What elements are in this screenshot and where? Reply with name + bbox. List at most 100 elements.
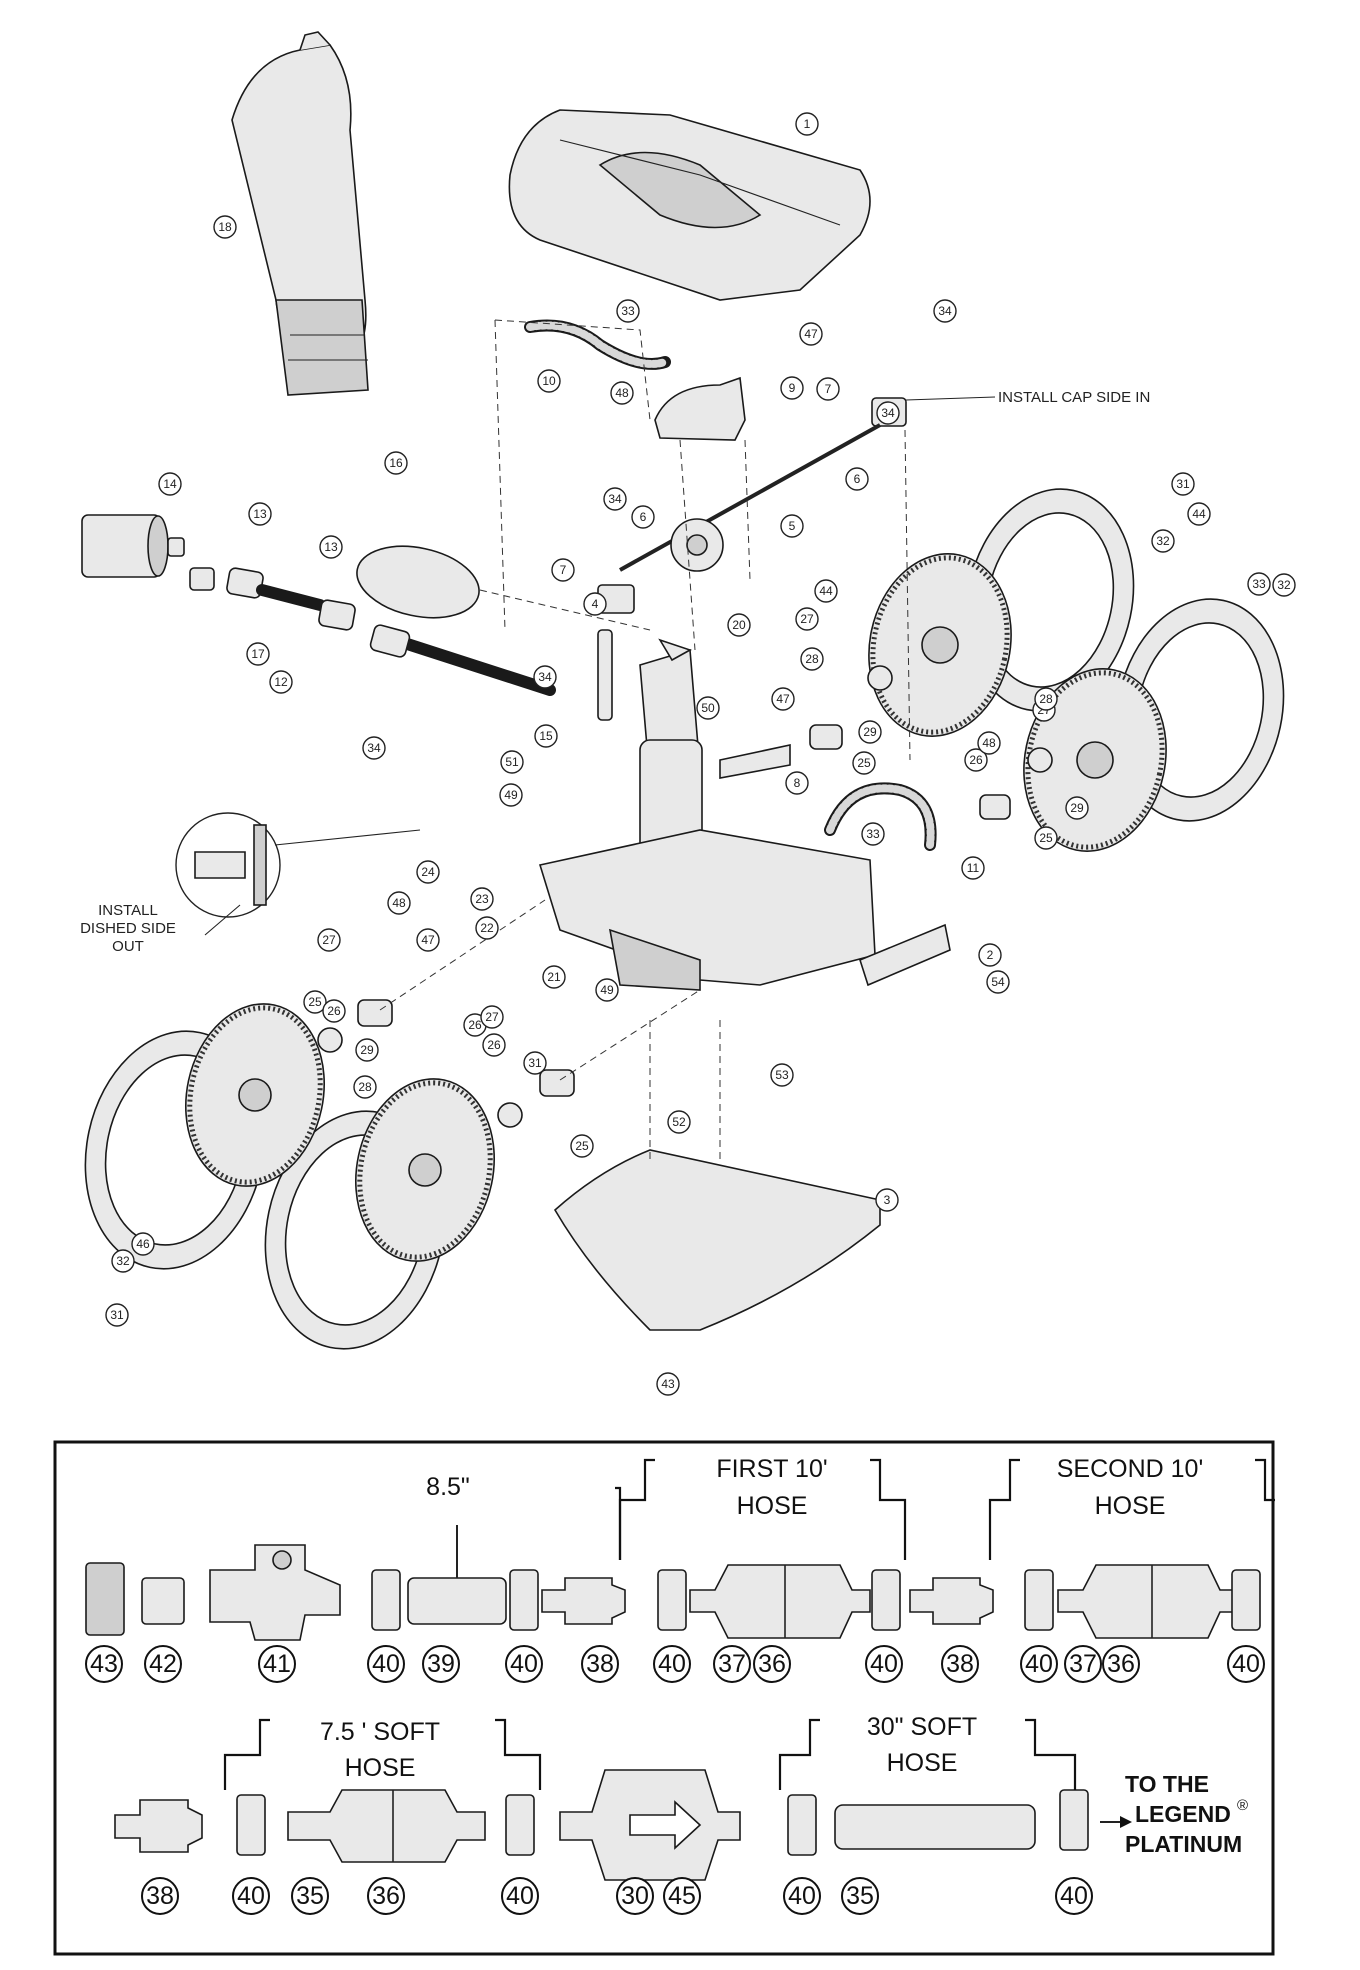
svg-text:20: 20 xyxy=(732,618,746,632)
svg-text:31: 31 xyxy=(528,1056,542,1070)
svg-text:25: 25 xyxy=(1039,831,1053,845)
svg-text:13: 13 xyxy=(253,507,267,521)
callout-layer: 1234566778910111213131415161718202122232… xyxy=(105,112,1296,1396)
callout-14: 14 xyxy=(158,472,182,496)
svg-text:28: 28 xyxy=(805,652,819,666)
sequence-callout-40: 40 xyxy=(367,1645,405,1683)
svg-text:23: 23 xyxy=(475,892,489,906)
sequence-callout-36: 36 xyxy=(367,1877,405,1915)
svg-text:21: 21 xyxy=(547,970,561,984)
sequence-callout-41: 41 xyxy=(258,1645,296,1683)
callout-6: 6 xyxy=(845,467,869,491)
install-dished-note-line3: OUT xyxy=(112,938,144,955)
svg-text:10: 10 xyxy=(542,374,556,388)
svg-text:26: 26 xyxy=(468,1018,482,1032)
callout-24: 24 xyxy=(416,860,440,884)
svg-text:3: 3 xyxy=(884,1193,891,1207)
swivel-hose-assembly xyxy=(226,567,556,696)
sequence-callout-40: 40 xyxy=(1020,1645,1058,1683)
hose-row-1-parts xyxy=(85,1525,1261,1641)
svg-text:13: 13 xyxy=(324,540,338,554)
sequence-callout-40: 40 xyxy=(501,1877,539,1915)
drive-gear xyxy=(670,518,724,572)
callout-28: 28 xyxy=(353,1075,377,1099)
svg-text:34: 34 xyxy=(938,304,952,318)
svg-text:45: 45 xyxy=(668,1882,696,1910)
svg-text:6: 6 xyxy=(854,472,861,486)
svg-text:47: 47 xyxy=(804,327,818,341)
callout-51: 51 xyxy=(500,750,524,774)
svg-text:29: 29 xyxy=(360,1043,374,1057)
svg-text:38: 38 xyxy=(146,1882,174,1910)
callout-48: 48 xyxy=(387,891,411,915)
callout-25: 25 xyxy=(852,751,876,775)
callout-48: 48 xyxy=(977,731,1001,755)
svg-text:26: 26 xyxy=(487,1038,501,1052)
svg-text:30: 30 xyxy=(621,1882,649,1910)
svg-text:52: 52 xyxy=(672,1115,686,1129)
svg-text:28: 28 xyxy=(1039,692,1053,706)
svg-text:44: 44 xyxy=(819,584,833,598)
sequence-callout-40: 40 xyxy=(865,1645,903,1683)
label-8-5: 8.5" xyxy=(426,1473,470,1501)
callout-33: 33 xyxy=(616,299,640,323)
callout-20: 20 xyxy=(727,613,751,637)
sequence-callout-35: 35 xyxy=(841,1877,879,1915)
callout-4: 4 xyxy=(583,592,607,616)
svg-text:34: 34 xyxy=(538,670,552,684)
sequence-callout-36: 36 xyxy=(1102,1645,1140,1683)
fitting-14b xyxy=(189,567,215,591)
callout-27: 27 xyxy=(795,607,819,631)
sequence-callout-37: 37 xyxy=(1064,1645,1102,1683)
callout-22: 22 xyxy=(475,916,499,940)
callout-25: 25 xyxy=(303,990,327,1014)
svg-text:29: 29 xyxy=(863,725,877,739)
callout-33: 33 xyxy=(1247,572,1271,596)
label-soft-30-line1: 30" SOFT xyxy=(867,1713,977,1741)
cap-part xyxy=(654,376,746,441)
svg-text:51: 51 xyxy=(505,755,519,769)
sequence-callout-36: 36 xyxy=(753,1645,791,1683)
sequence-callout-38: 38 xyxy=(581,1645,619,1683)
svg-text:1: 1 xyxy=(804,117,811,131)
callout-26: 26 xyxy=(964,748,988,772)
callout-13: 13 xyxy=(319,535,343,559)
sequence-callout-40: 40 xyxy=(232,1877,270,1915)
sequence-callout-38: 38 xyxy=(141,1877,179,1915)
svg-text:33: 33 xyxy=(866,827,880,841)
sequence-callout-37: 37 xyxy=(713,1645,751,1683)
svg-text:48: 48 xyxy=(982,736,996,750)
sequence-callout-42: 42 xyxy=(144,1645,182,1683)
sequence-callout-30: 30 xyxy=(616,1877,654,1915)
svg-text:38: 38 xyxy=(946,1650,974,1678)
install-dished-note-line1: INSTALL xyxy=(98,902,158,919)
svg-text:26: 26 xyxy=(327,1004,341,1018)
callout-28: 28 xyxy=(1034,687,1058,711)
svg-text:40: 40 xyxy=(510,1650,538,1678)
callout-50: 50 xyxy=(696,696,720,720)
svg-text:46: 46 xyxy=(136,1237,150,1251)
callout-47: 47 xyxy=(771,687,795,711)
callout-34: 34 xyxy=(933,299,957,323)
hose-sequence-panel: 8.5" FIRST 10' HOSE SECOND 10' HOSE xyxy=(53,1440,1275,1956)
sequence-callout-40: 40 xyxy=(1055,1877,1093,1915)
svg-text:54: 54 xyxy=(991,975,1005,989)
registered-mark: ® xyxy=(1237,1797,1248,1814)
svg-text:40: 40 xyxy=(1232,1650,1260,1678)
bottom-skirt xyxy=(553,1149,881,1331)
callout-12: 12 xyxy=(269,670,293,694)
callout-49: 49 xyxy=(595,978,619,1002)
callout-16: 16 xyxy=(384,451,408,475)
top-cover xyxy=(508,109,871,301)
callout-11: 11 xyxy=(961,856,985,880)
float-part xyxy=(356,545,480,619)
assembly-guides xyxy=(379,319,911,1160)
callout-27: 27 xyxy=(317,928,341,952)
svg-text:27: 27 xyxy=(485,1010,499,1024)
callout-8: 8 xyxy=(785,771,809,795)
label-soft-7-5-line1: 7.5 ' SOFT xyxy=(320,1718,440,1746)
axle-shaft xyxy=(619,423,881,572)
upper-hose xyxy=(524,319,671,370)
